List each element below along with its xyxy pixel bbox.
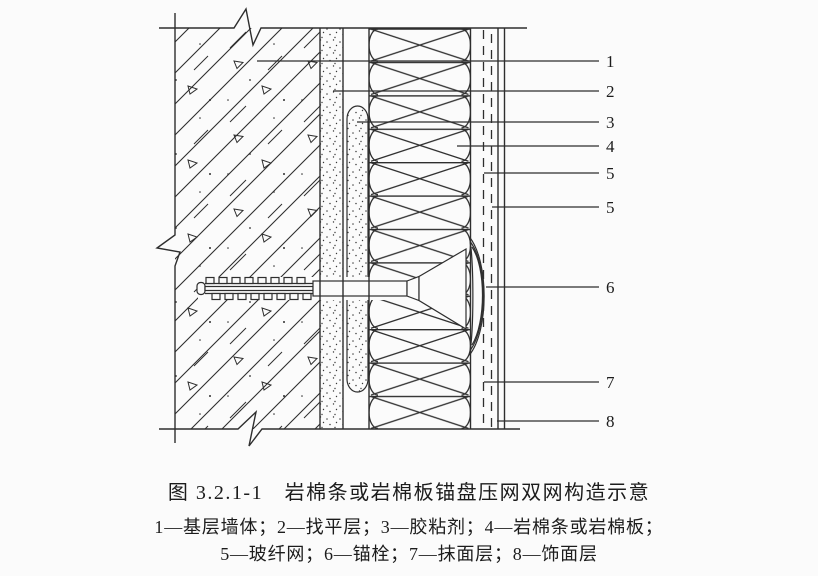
leveling-stipple-fill — [320, 28, 343, 429]
figure-legend-line-1: 1—基层墙体；2—找平层；3—胶粘剂；4—岩棉条或岩棉板； — [154, 517, 664, 537]
figure-title: 图 3.2.1-1 岩棉条或岩棉板锚盘压网双网构造示意 — [167, 482, 651, 504]
base-wall-section — [175, 28, 320, 429]
callout-leaders — [257, 60, 599, 422]
bottom-edge-line — [159, 409, 520, 447]
anchor-bolt — [196, 236, 485, 356]
leveling-layer — [320, 28, 343, 429]
callout-number-5b: 5 — [606, 198, 615, 217]
anchor-collar — [406, 275, 420, 302]
sleeve-ribs-top — [205, 276, 306, 285]
callout-number-1: 1 — [606, 52, 615, 71]
wall-left-edge — [155, 13, 181, 443]
callout-number-2: 2 — [606, 82, 615, 101]
layer-boundary-lines — [155, 7, 527, 447]
anchor-cone-head — [418, 247, 467, 331]
adhesive-layer — [346, 105, 369, 393]
anchor-disc-mid-arc — [470, 241, 484, 351]
sleeve-core — [204, 285, 314, 292]
callout-number-5a: 5 — [606, 164, 615, 183]
callout-number-4: 4 — [606, 137, 615, 156]
top-edge-line — [159, 7, 527, 48]
callout-number-7: 7 — [606, 373, 615, 392]
figure-legend-line-2: 5—玻纤网；6—锚栓；7—抹面层；8—饰面层 — [220, 544, 598, 564]
callout-number-3: 3 — [606, 113, 615, 132]
sleeve-ribs-bottom — [211, 292, 312, 301]
anchor-shaft — [312, 280, 408, 297]
anchor-disc-inner-arc — [471, 246, 484, 346]
anchor-tip — [196, 281, 206, 296]
wall-concrete-marks — [175, 28, 320, 429]
rockwool-batt-fill — [369, 28, 471, 429]
adhesive-daub — [346, 105, 369, 393]
callout-number-6: 6 — [606, 278, 615, 297]
rockwool-insulation-layer — [369, 28, 471, 429]
glass-fiber-mesh-lines — [482, 30, 493, 429]
callout-number-8: 8 — [606, 412, 615, 431]
callout-numbers: 1 2 3 4 5 5 6 7 8 — [606, 52, 615, 431]
